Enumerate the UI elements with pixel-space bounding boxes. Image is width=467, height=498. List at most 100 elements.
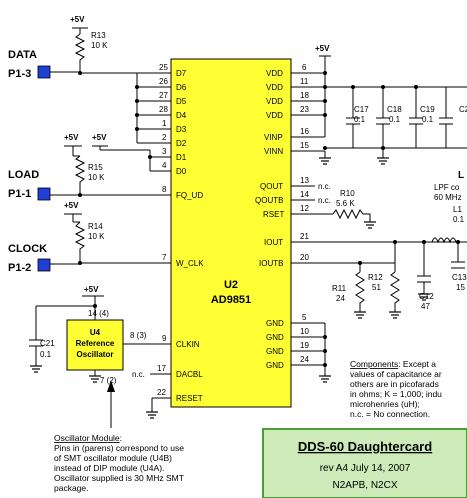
r12-ref: R12: [368, 273, 383, 282]
l1-ref: L1: [453, 205, 462, 214]
components-note-line3: in ohms; K = 1,000; indu: [350, 389, 442, 399]
pin-num-16: 16: [300, 127, 309, 136]
osc-line2: Oscillator: [77, 350, 114, 359]
pin-num-25: 25: [159, 63, 168, 72]
pin-name-d2: D2: [176, 139, 187, 148]
clock-connector-label: CLOCK: [8, 243, 47, 255]
pin-name-clkin: CLKIN: [176, 340, 200, 349]
pin-name-d1: D1: [176, 153, 187, 162]
components-note-line4: microhenries (uH);: [350, 399, 420, 409]
title-block: [262, 428, 467, 498]
components-note-line5: n.c. = No connection.: [350, 409, 430, 419]
pin-num-12: 12: [300, 204, 309, 213]
pin-num-1: 1: [162, 119, 167, 128]
clock-connector-pin: P1-2: [8, 262, 31, 274]
osc-note-line4: Oscillator supplied is 30 MHz SMT: [54, 473, 184, 483]
r13-supply: +5V: [70, 15, 85, 24]
pin-num-11: 11: [300, 77, 309, 86]
c13-ref: C13: [452, 273, 467, 282]
pin-name-gnd-24: GND: [266, 361, 284, 370]
components-note-line2: others are in picofarads: [350, 379, 439, 389]
components-note-heading: Components: Except a: [350, 359, 436, 369]
r15-ref: R15: [88, 163, 103, 172]
load-connector-label: LOAD: [8, 169, 39, 181]
c2x-ref: C2: [459, 105, 467, 114]
osc-pin-top: 14 (4): [88, 309, 109, 318]
pin-num-5: 5: [302, 313, 307, 322]
osc-pin-out: 8 (3): [130, 331, 147, 340]
pin-name-gnd-10: GND: [266, 333, 284, 342]
pin-num-21: 21: [300, 232, 309, 241]
r15-value: 10 K: [88, 173, 105, 182]
pin-num-6: 6: [302, 63, 307, 72]
pin-name-vinp: VINP: [264, 133, 283, 142]
components-note-line1: values of capacitance ar: [350, 369, 442, 379]
qout-nc-label: n.c.: [318, 182, 331, 191]
osc-note-line2: of SMT oscillator module (U4B): [54, 453, 172, 463]
pin-num-9: 9: [162, 334, 167, 343]
c21-value: 0.1: [40, 350, 52, 359]
pin-name-wclk: W_CLK: [176, 259, 204, 268]
pin-num-2: 2: [162, 133, 167, 142]
data-connector-label: DATA: [8, 49, 37, 61]
r10-ref: R10: [340, 189, 355, 198]
c17-ref: C17: [354, 105, 369, 114]
title-block-author: N2APB, N2CX: [332, 480, 397, 491]
pin-name-rset: RSET: [263, 210, 284, 219]
osc-note-line1: Pins in (parens) correspond to use: [54, 443, 184, 453]
pin-num-24: 24: [300, 355, 309, 364]
dacbl-nc-label: n.c.: [132, 370, 145, 379]
c13-value: 15: [456, 283, 465, 292]
vdd-supply-label: +5V: [315, 44, 330, 53]
load-connector-pad: [37, 187, 51, 201]
pin-num-13: 13: [300, 176, 309, 185]
d-bus-supply: +5V: [92, 133, 107, 142]
pin-num-26: 26: [159, 77, 168, 86]
pin-name-reset: RESET: [176, 394, 203, 403]
pin-name-vdd-6: VDD: [266, 69, 283, 78]
pin-name-d6: D6: [176, 83, 187, 92]
title-block-rev: rev A4 July 14, 2007: [320, 463, 411, 474]
c19-value: 0.1: [422, 115, 434, 124]
pin-name-d4: D4: [176, 111, 187, 120]
l1-value: 0.1: [453, 215, 465, 224]
pin-num-28: 28: [159, 105, 168, 114]
pin-num-18: 18: [300, 91, 309, 100]
c18-ref: C18: [387, 105, 402, 114]
r11-value: 24: [336, 294, 345, 303]
osc-line1: Reference: [76, 339, 115, 348]
c17-value: 0.1: [354, 115, 366, 124]
oscillator-module: [66, 319, 124, 371]
title-block-title: DDS-60 Daughtercard: [298, 439, 432, 454]
c19-ref: C19: [420, 105, 435, 114]
c21-ref: C21: [40, 339, 55, 348]
osc-supply: +5V: [84, 285, 99, 294]
pin-name-vdd-11: VDD: [266, 83, 283, 92]
pin-num-10: 10: [300, 327, 309, 336]
osc-note-line3: instead of DIP module (U4A).: [54, 463, 164, 473]
pin-num-19: 19: [300, 341, 309, 350]
pin-name-qoutb: QOUTB: [255, 196, 283, 205]
r12-value: 51: [372, 283, 381, 292]
qoutb-nc-label: n.c.: [318, 196, 331, 205]
pin-num-23: 23: [300, 105, 309, 114]
c12-value: 47: [421, 302, 430, 311]
pin-name-d3: D3: [176, 125, 187, 134]
clock-connector-pad: [37, 258, 51, 272]
osc-note-heading: Oscillator Module:: [54, 433, 122, 443]
data-connector-pad: [37, 65, 51, 79]
c18-value: 0.1: [389, 115, 401, 124]
pin-name-dacbl: DACBL: [176, 370, 203, 379]
pin-num-7: 7: [162, 253, 167, 262]
data-connector-pin: P1-3: [8, 68, 31, 80]
pin-name-gnd-19: GND: [266, 347, 284, 356]
r11-ref: R11: [332, 284, 347, 293]
pin-name-d5: D5: [176, 97, 187, 106]
pin-num-3: 3: [162, 147, 167, 156]
pin-name-d0: D0: [176, 167, 187, 176]
lpf-title: L: [458, 170, 464, 181]
r10-value: 5.6 K: [336, 199, 355, 208]
pin-name-ioutb: IOUTB: [259, 259, 283, 268]
pin-name-fqud: FQ_UD: [176, 191, 203, 200]
